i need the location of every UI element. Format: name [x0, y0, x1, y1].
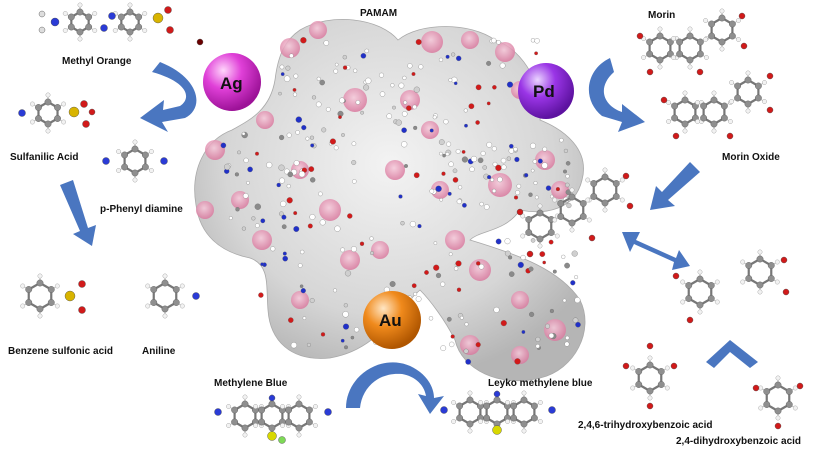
pd-curved-arrow [589, 58, 645, 132]
methyl-orange-ring-2 [101, 3, 204, 45]
au-nanoparticle: Au [363, 291, 421, 349]
p-phenyl-diamine-ring [103, 140, 168, 182]
methylene-blue-ring-2 [253, 395, 290, 444]
trihydroxybenzoic-acid-label: 2,4,6-trihydroxybenzoic acid [578, 420, 713, 431]
p-phenyl-diamine-label: p-Phenyl diamine [100, 204, 183, 215]
morin-ring-a [637, 27, 679, 75]
leuco-mb-ring-2 [478, 391, 515, 435]
morin-ring-c [671, 27, 708, 75]
chevron-up-arrow [706, 340, 758, 368]
intermediate-ring-a [517, 204, 560, 257]
dimer-ring-a [673, 270, 720, 323]
methyl-orange-label: Methyl Orange [62, 56, 132, 67]
sulfanilic-acid-label: Sulfanilic Acid [10, 152, 79, 163]
methylene-blue-label: Methylene Blue [214, 378, 288, 389]
dihydroxybenzoic-ring [753, 376, 803, 429]
ag-nanoparticle: Ag [203, 53, 261, 111]
leuco-mb-ring-1 [441, 391, 489, 433]
morin-oxide-label: Morin Oxide [722, 152, 780, 163]
morin-oxide-to-intermediate-arrow [650, 162, 700, 210]
morin-oxide-ring-b [729, 71, 773, 113]
morin-ring-b [703, 9, 747, 51]
pd-label: Pd [533, 82, 555, 101]
benzene-sulfonic-acid-ring [20, 274, 85, 318]
aniline-label: Aniline [142, 346, 176, 357]
dihydroxybenzoic-acid-label: 2,4-dihydroxybenzoic acid [676, 436, 801, 447]
aniline-ring [145, 274, 199, 318]
au-curved-arrow [346, 362, 444, 414]
morin-oxide-ring-c [695, 91, 733, 139]
down-arrow-sulfonic [60, 180, 96, 246]
trihydroxybenzoic-ring [623, 343, 677, 409]
dimer-ring-b [740, 250, 789, 295]
ag-label: Ag [220, 74, 243, 93]
double-arrow [622, 232, 690, 270]
methylene-blue-ring-3 [280, 395, 331, 437]
leyko-methylene-blue-label: Leyko methylene blue [488, 378, 593, 389]
morin-oxide-ring-a [661, 91, 704, 139]
methyl-orange-ring-1 [39, 3, 97, 41]
sulfanilic-acid-ring [19, 93, 96, 133]
pd-nanoparticle: Pd [518, 63, 574, 119]
intermediate-ring-c [585, 168, 633, 212]
au-label: Au [379, 311, 402, 330]
ag-curved-arrow [140, 62, 196, 132]
morin-label: Morin [648, 10, 675, 21]
benzene-sulfonic-acid-label: Benzene sulfonic acid [8, 346, 113, 357]
pamam-label: PAMAM [360, 8, 397, 19]
methylene-blue-ring-1 [215, 395, 264, 437]
leuco-mb-ring-3 [505, 391, 555, 433]
